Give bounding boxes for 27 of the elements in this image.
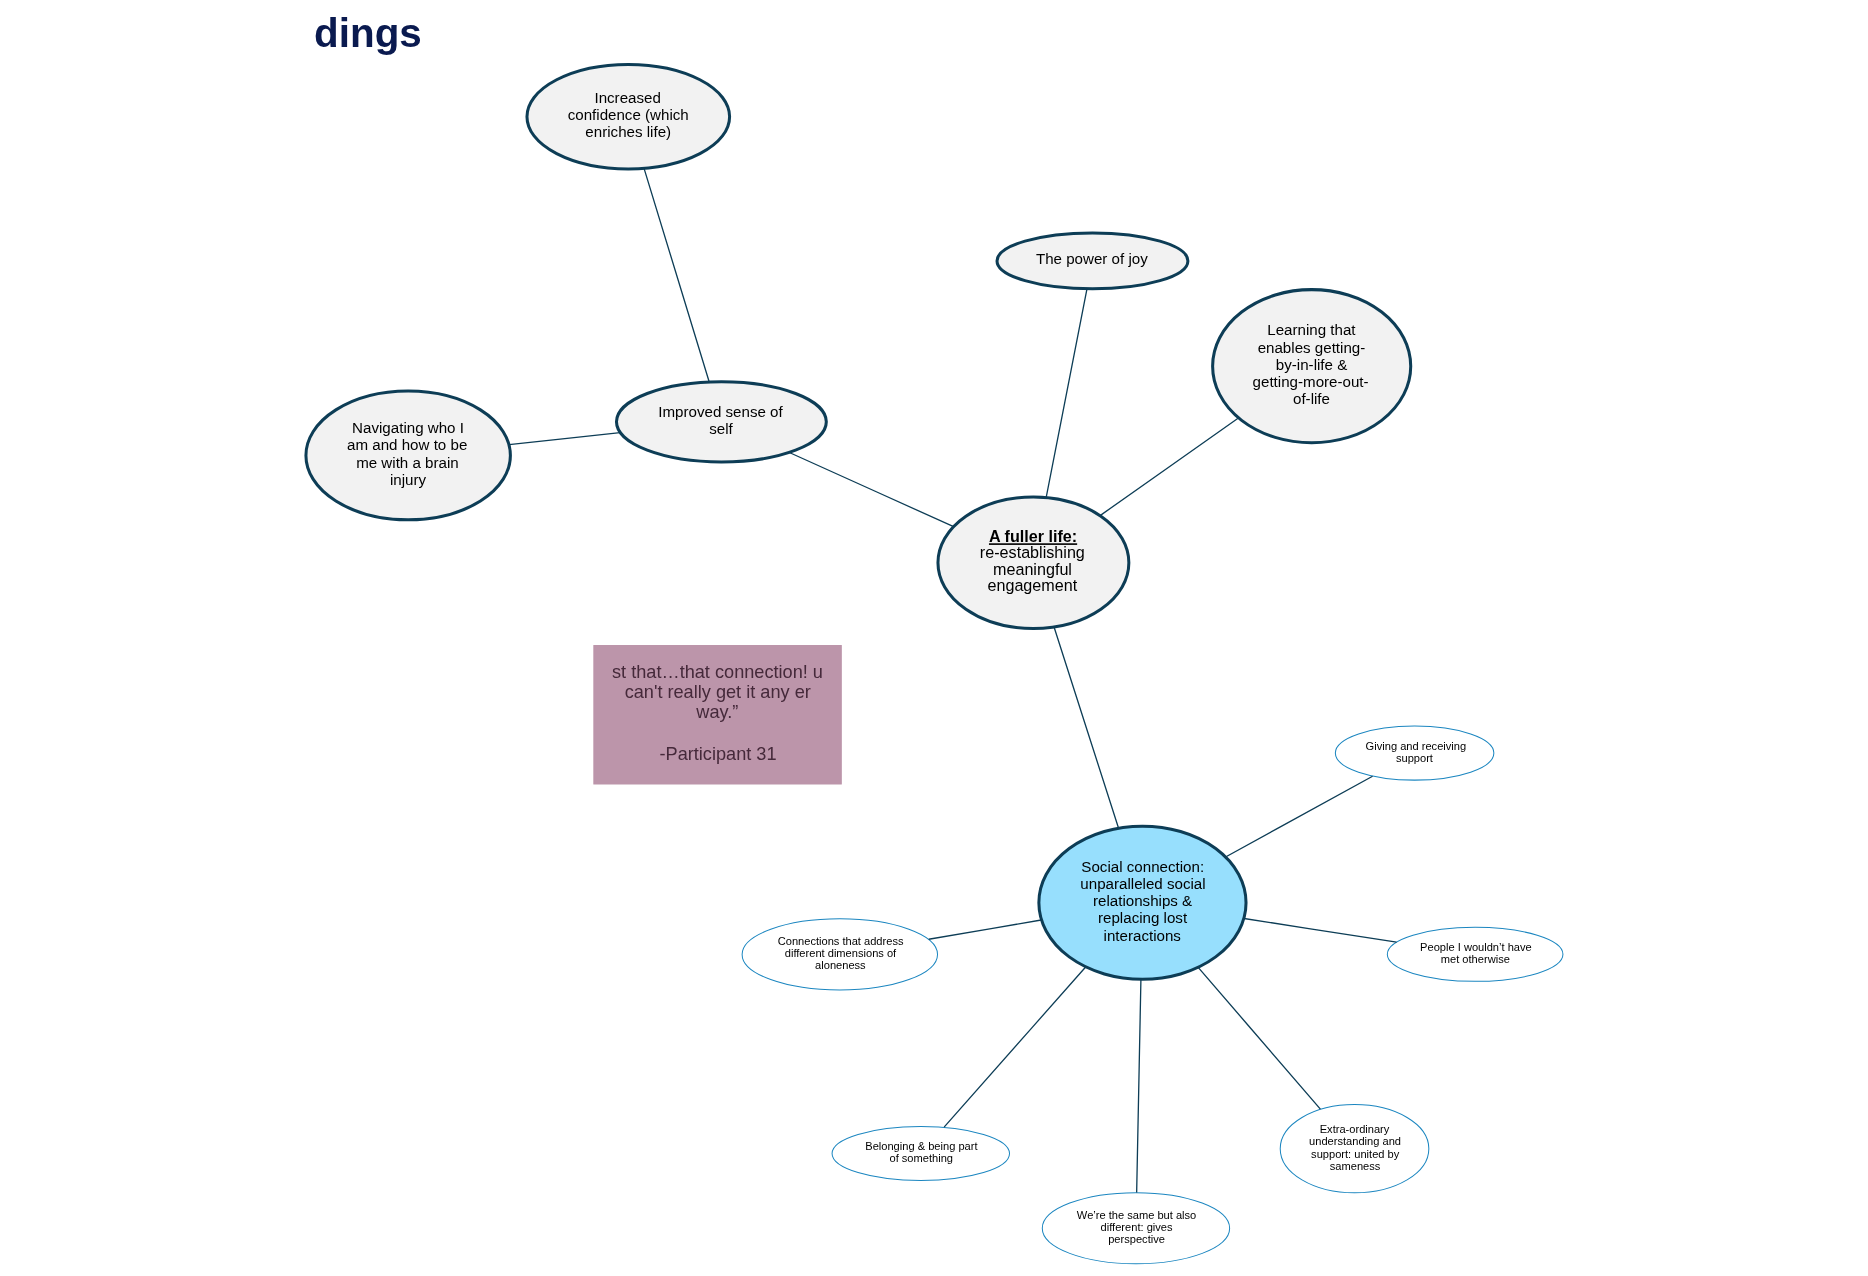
node-ellipse: Social connection: unparalleled social relationships & replacing lost interactions — [1036, 824, 1248, 981]
connector — [1099, 417, 1239, 517]
node-ellipse: Improved sense of self — [614, 380, 828, 464]
connector — [1135, 978, 1142, 1194]
node-box: st that…that connection! u can't really get it any er way.” -Participant 31 — [592, 645, 842, 785]
connector — [507, 432, 621, 446]
node-ellipse: Extra-ordinary understanding and support: united by sameness — [1279, 1104, 1429, 1194]
connector — [927, 919, 1042, 940]
node-ellipse: A fuller life: re-establishing meaningful engagement — [935, 495, 1130, 630]
node-ellipse: We’re the same but also different: gives perspective — [1041, 1192, 1230, 1265]
node-ellipse: Giving and receiving support — [1334, 725, 1494, 781]
node-ellipse: Increased confidence (which enriches life) — [524, 62, 731, 171]
node-ellipse: Belonging & being part of something — [831, 1126, 1010, 1181]
node-ellipse: Learning that enables getting-by-in-life & getting-more-out-of-life — [1210, 288, 1412, 445]
node-ellipse: The power of joy — [995, 231, 1189, 291]
connector — [1052, 626, 1119, 829]
connector — [1045, 288, 1088, 499]
connector — [788, 451, 954, 528]
node-ellipse: People I wouldn’t have met otherwise — [1386, 926, 1563, 982]
connector — [1224, 775, 1373, 858]
node-ellipse: Navigating who I am and how to be me with a brain injury — [303, 389, 512, 522]
connector — [642, 167, 710, 383]
node-ellipse: Connections that address different dimensions of aloneness — [741, 918, 938, 991]
connector — [1242, 917, 1397, 943]
connector — [1197, 966, 1321, 1110]
diagram-title: dings — [313, 10, 422, 57]
connector — [942, 966, 1086, 1128]
